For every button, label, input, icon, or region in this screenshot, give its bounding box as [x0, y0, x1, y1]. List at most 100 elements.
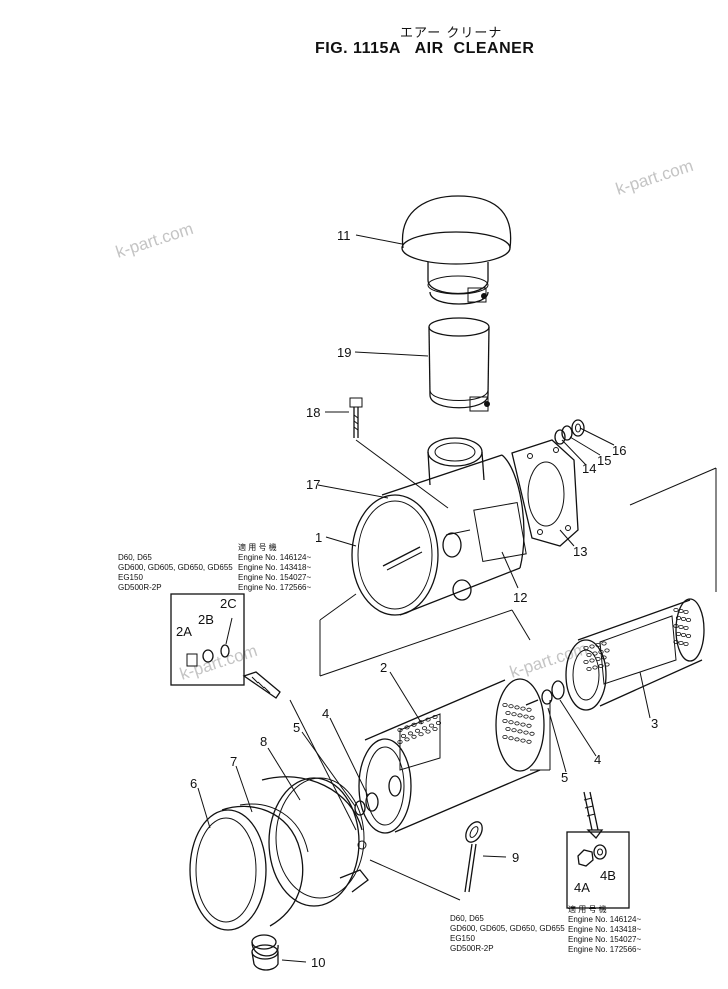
- callout-6: 6: [190, 776, 197, 791]
- perforation-hole: [589, 644, 595, 649]
- perforation-hole: [604, 662, 610, 667]
- model-2-lower: GD600, GD605, GD650, GD655: [450, 924, 565, 933]
- perforation-hole: [407, 731, 414, 736]
- callout-7: 7: [230, 754, 237, 769]
- part-plug: [251, 944, 279, 971]
- model-1: D60, D65: [118, 553, 152, 562]
- perforation-hole: [523, 730, 529, 735]
- perforation-hole: [604, 648, 610, 653]
- perforation-hole: [411, 722, 417, 727]
- callout-9: 9: [512, 850, 519, 865]
- perforation-hole: [421, 726, 428, 731]
- model-4-lower: GD500R-2P: [450, 944, 494, 953]
- perforation-hole: [586, 667, 592, 672]
- element-perforation: [397, 703, 535, 745]
- callout-2: 2: [380, 660, 387, 675]
- detail-box-2abc: [170, 593, 245, 686]
- perforation-hole: [520, 706, 526, 711]
- part-inlet-pipe: [428, 317, 490, 412]
- callout-5-left: 5: [293, 720, 300, 735]
- callout-13: 13: [573, 544, 587, 559]
- callout-11: 11: [337, 228, 351, 243]
- hatched-arrow-down: [583, 791, 604, 839]
- safety-element-perforation: [583, 608, 692, 672]
- applicability-table-upper: D60, D65 GD600, GD605, GD650, GD655 EG15…: [118, 542, 312, 592]
- perforation-hole: [511, 712, 517, 717]
- perforation-hole: [675, 632, 682, 637]
- engine-2-lower: Engine No. 143418~: [568, 925, 642, 934]
- figure-title: FIG. 1115A AIR CLEANER: [315, 40, 535, 57]
- callout-2B: 2B: [198, 612, 214, 627]
- assembly-guide-lines: [289, 467, 717, 901]
- perforation-hole: [683, 626, 689, 631]
- perforation-hole: [673, 624, 679, 629]
- perforation-hole: [502, 735, 508, 740]
- perforation-hole: [505, 711, 511, 716]
- part-nut-washers: [554, 419, 585, 445]
- callout-3: 3: [651, 716, 658, 731]
- applicability-table-lower: D60, D65 GD600, GD605, GD650, GD655 EG15…: [450, 904, 642, 954]
- perforation-hole: [598, 650, 604, 655]
- perforation-hole: [601, 641, 607, 646]
- perforation-hole: [508, 704, 514, 709]
- engine-2: Engine No. 143418~: [238, 563, 312, 572]
- engine-1: Engine No. 146124~: [238, 553, 312, 562]
- title-japanese: エアー クリーナ: [400, 26, 503, 41]
- perforation-hole: [514, 705, 520, 710]
- engine-1-lower: Engine No. 146124~: [568, 915, 642, 924]
- perforation-hole: [678, 625, 684, 630]
- watermark-4: k-part.com: [507, 639, 589, 682]
- perforation-hole: [601, 655, 607, 660]
- engine-3-lower: Engine No. 154027~: [568, 935, 642, 944]
- perforation-hole: [675, 616, 682, 621]
- watermark-2: k-part.com: [613, 156, 695, 199]
- part-gasket: [511, 439, 579, 547]
- perforation-hole: [529, 715, 535, 720]
- part-rain-cap: [401, 195, 512, 305]
- perforation-hole: [425, 717, 431, 722]
- engine-4-lower: Engine No. 172566~: [568, 945, 642, 954]
- watermark-3: k-part.com: [177, 641, 259, 684]
- callout-8: 8: [260, 734, 267, 749]
- perforation-hole: [502, 719, 508, 724]
- perforation-hole: [404, 737, 410, 742]
- perforation-hole: [411, 734, 417, 739]
- perforation-hole: [435, 721, 442, 726]
- callout-17: 17: [306, 477, 320, 492]
- perforation-hole: [523, 714, 529, 719]
- perforation-hole: [432, 715, 438, 720]
- engine-3: Engine No. 154027~: [238, 573, 312, 582]
- perforation-hole: [683, 642, 689, 647]
- perforation-hole: [589, 658, 595, 663]
- perforation-hole: [418, 720, 424, 725]
- callout-5-right: 5: [561, 770, 568, 785]
- engine-4: Engine No. 172566~: [238, 583, 312, 592]
- callout-4-left: 4: [322, 706, 329, 721]
- perforation-hole: [517, 713, 523, 718]
- perforation-hole: [428, 723, 435, 728]
- perforation-hole: [595, 643, 601, 648]
- model-2: GD600, GD605, GD650, GD655: [118, 563, 233, 572]
- perforation-hole: [502, 703, 508, 708]
- perforation-hole: [397, 728, 403, 733]
- model-4: GD500R-2P: [118, 583, 162, 592]
- perforation-hole: [511, 728, 517, 733]
- callout-4A: 4A: [574, 880, 590, 895]
- part-indicator-rod: [464, 821, 483, 893]
- callout-14: 14: [582, 461, 596, 476]
- callout-16: 16: [612, 443, 626, 458]
- perforation-hole: [526, 707, 532, 712]
- perforation-hole: [598, 664, 604, 669]
- part-primary-element: [358, 678, 545, 834]
- perforation-hole: [514, 721, 520, 726]
- part-cover-and-clamp: [189, 776, 369, 957]
- perforation-hole: [586, 653, 592, 658]
- leader-lines: [197, 234, 651, 963]
- perforation-hole: [397, 740, 403, 745]
- perforation-hole: [414, 728, 421, 733]
- perforation-hole: [685, 618, 692, 623]
- perforation-hole: [680, 617, 687, 622]
- engine-header: 適 用 号 機: [238, 542, 277, 552]
- perforation-hole: [508, 720, 514, 725]
- perforation-hole: [673, 640, 679, 645]
